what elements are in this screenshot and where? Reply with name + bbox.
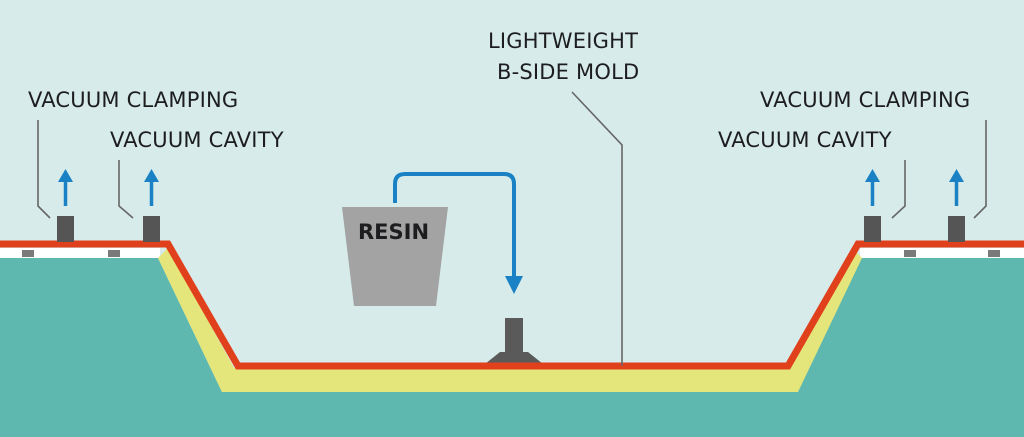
right-clamping-leader (973, 120, 987, 219)
left-vacuum-cavity-label: VACUUM CAVITY (110, 128, 284, 152)
left-cavity-arrow (144, 169, 159, 206)
laminate-part (158, 248, 862, 392)
leader-lines (37, 91, 987, 366)
resin-label: RESIN (358, 220, 430, 244)
left-clamping-leader (37, 120, 51, 219)
resin-feed-line (393, 172, 516, 278)
mold-label-line1: LIGHTWEIGHT (488, 29, 639, 53)
left-clamping-arrow (58, 169, 73, 206)
right-vacuum-clamping-label: VACUUM CLAMPING (760, 88, 971, 112)
vacuum-arrows (58, 169, 964, 206)
right-flange-seal (860, 248, 1024, 258)
mold-label-line2: B-SIDE MOLD (497, 60, 640, 84)
right-clamping-fitting (948, 216, 965, 242)
left-cavity-leader (118, 160, 134, 219)
resin-feed-arrowhead (505, 276, 523, 294)
right-seal-block-2 (988, 250, 1000, 257)
left-seal-block-1 (22, 250, 34, 257)
a-side-mold (0, 258, 1024, 437)
resin-bucket (342, 207, 448, 306)
right-vacuum-cavity-label: VACUUM CAVITY (718, 128, 892, 152)
right-seal-block-1 (904, 250, 916, 257)
b-side-membrane (0, 240, 1024, 370)
left-seal-block-2 (108, 250, 120, 257)
right-cavity-arrow (865, 169, 880, 206)
left-vacuum-clamping-label: VACUUM CLAMPING (28, 88, 239, 112)
left-cavity-fitting (143, 216, 160, 242)
right-cavity-fitting (864, 216, 881, 242)
right-cavity-leader (891, 160, 906, 219)
left-flange-seal (0, 248, 160, 258)
mold-leader (571, 91, 623, 366)
left-clamping-fitting (57, 216, 74, 242)
right-clamping-arrow (949, 169, 964, 206)
injection-port (505, 318, 523, 356)
